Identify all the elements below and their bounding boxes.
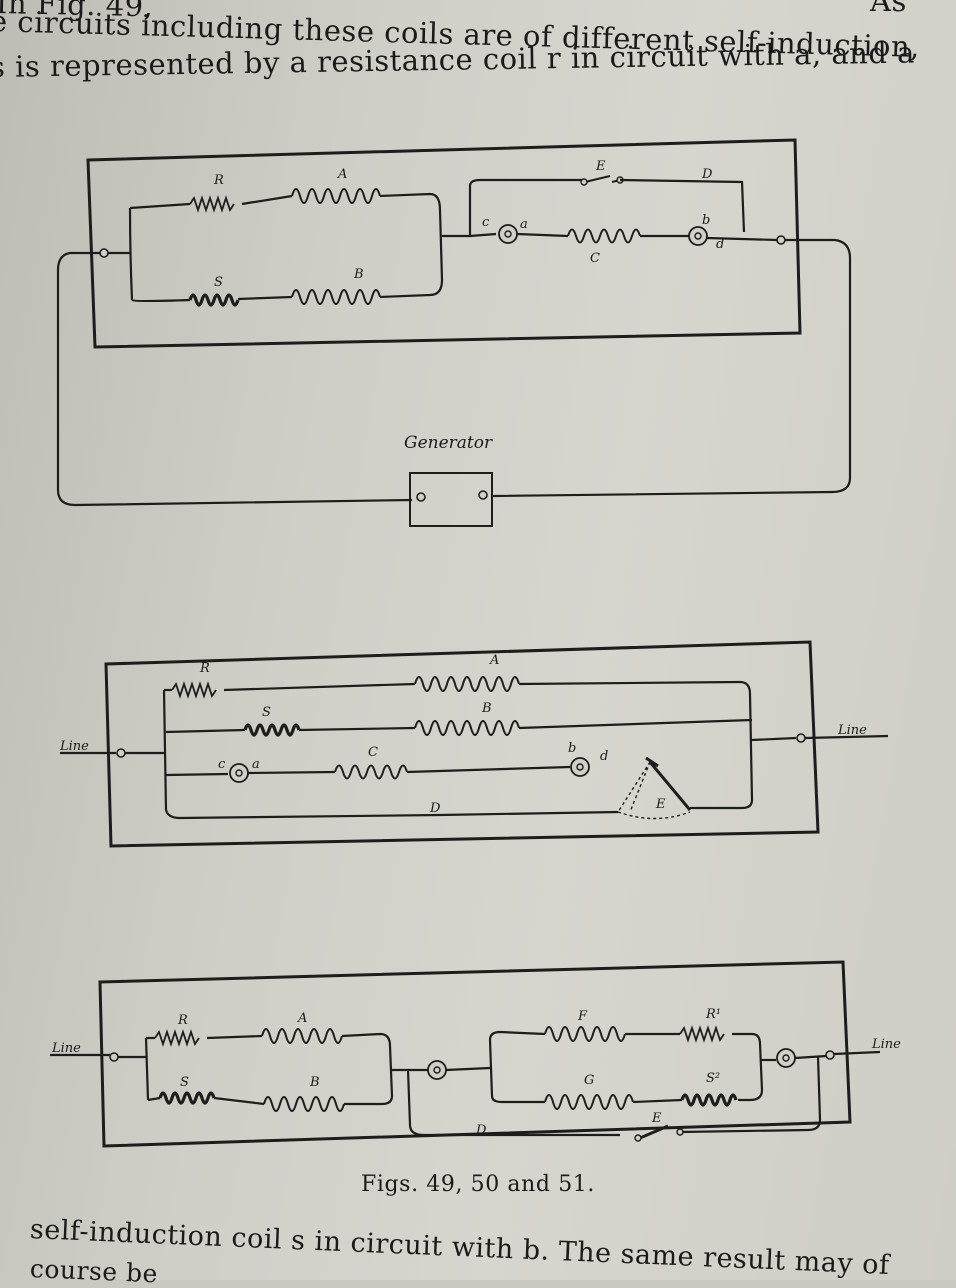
fig49-terminal-a: [498, 224, 518, 244]
fig49-label-D: D: [701, 167, 713, 182]
fig50-terminal-b: [570, 757, 590, 777]
fig51-coil-S: [158, 1091, 216, 1105]
fig49-label-E: E: [595, 159, 606, 174]
fig51-coil-S2: [680, 1093, 738, 1107]
fig49-label-a: a: [520, 217, 528, 232]
fig49-generator-loop-left: [56, 251, 413, 507]
fig50-label-B: B: [481, 701, 492, 716]
fig49-label-d: d: [716, 237, 724, 252]
fig49-generator-loop-right: [491, 238, 852, 498]
fig49-coil-B: [291, 289, 381, 305]
fig50-coil-B: [414, 720, 520, 736]
fig49-resistor-R: [189, 195, 235, 213]
fig50-line-right: Line: [837, 723, 867, 738]
fig51-label-R: R: [177, 1013, 188, 1028]
fig51-switch-E: [639, 1124, 669, 1140]
fig51-outer-box: [98, 960, 852, 1148]
fig51-mid-terminal: [427, 1060, 447, 1080]
figure-caption: Figs. 49, 50 and 51.: [361, 1172, 595, 1197]
fig49-label-A: A: [337, 167, 347, 182]
fig50-label-C: C: [368, 745, 378, 760]
fig49-generator-label: Generator: [404, 433, 493, 453]
fig51-coil-F: [544, 1026, 626, 1042]
fig50-label-R: R: [199, 661, 210, 676]
fig49-generator-box: [409, 472, 493, 527]
fig51-line-left: Line: [51, 1041, 81, 1056]
fig49-label-c: c: [482, 215, 490, 230]
fig50-label-D: D: [429, 801, 441, 816]
fig49-coil-C: [567, 228, 641, 244]
text-line-bottom-2: course be: [29, 1254, 159, 1288]
fig50-switch-E: [645, 756, 692, 811]
fig50-coil-S: [243, 723, 301, 737]
fig50-outer-box: [104, 640, 820, 848]
fig51-label-E: E: [651, 1111, 662, 1126]
fig49-label-B: B: [353, 267, 364, 282]
fig50-label-S: S: [262, 705, 271, 720]
fig50-label-d: d: [600, 749, 608, 764]
fig50-label-b: b: [568, 741, 576, 756]
fig50-resistor-R: [171, 681, 217, 699]
fig51-label-S: S: [180, 1075, 189, 1090]
fig50-terminal-a: [229, 763, 249, 783]
fig49-left-terminal: [99, 248, 109, 258]
fig51-label-F: F: [577, 1009, 588, 1024]
fig50-line-left: Line: [59, 739, 89, 754]
text-fragment-top-right: As: [870, 0, 907, 18]
fig50-label-E: E: [655, 797, 666, 812]
fig50-coil-A: [414, 676, 520, 692]
fig49-label-S: S: [214, 275, 223, 290]
fig49-coil-S: [188, 293, 240, 307]
fig49-label-R: R: [213, 173, 224, 188]
fig49-terminal-b: [688, 226, 708, 246]
fig51-label-D: D: [475, 1123, 487, 1138]
fig51-coil-G: [544, 1094, 634, 1110]
fig50-diagram: [60, 640, 889, 848]
fig49-switch-E: [584, 175, 621, 183]
fig51-label-S2: S²: [706, 1071, 720, 1086]
fig49-label-b: b: [702, 213, 710, 228]
fig49-label-C: C: [590, 251, 600, 266]
fig51-right-terminal: [776, 1048, 796, 1068]
fig51-diagram: [50, 960, 881, 1148]
fig50-label-A: A: [489, 653, 499, 668]
fig50-label-a: a: [252, 757, 260, 772]
fig49-outer-box: [86, 138, 802, 349]
fig51-label-G: G: [584, 1073, 594, 1088]
fig51-label-R1: R¹: [705, 1007, 721, 1022]
fig49-right-terminal: [776, 235, 786, 245]
fig50-label-c: c: [218, 757, 226, 772]
fig50-coil-C: [334, 764, 408, 780]
fig51-coil-A: [261, 1028, 343, 1044]
fig51-label-A: A: [297, 1011, 307, 1026]
fig51-resistor-R1: [679, 1025, 725, 1043]
fig51-line-right: Line: [871, 1037, 901, 1052]
fig51-coil-B: [263, 1096, 345, 1112]
fig51-label-B: B: [309, 1075, 320, 1090]
fig49-diagram: [56, 138, 852, 527]
fig49-coil-A: [291, 188, 381, 204]
fig51-resistor-R: [154, 1029, 200, 1047]
